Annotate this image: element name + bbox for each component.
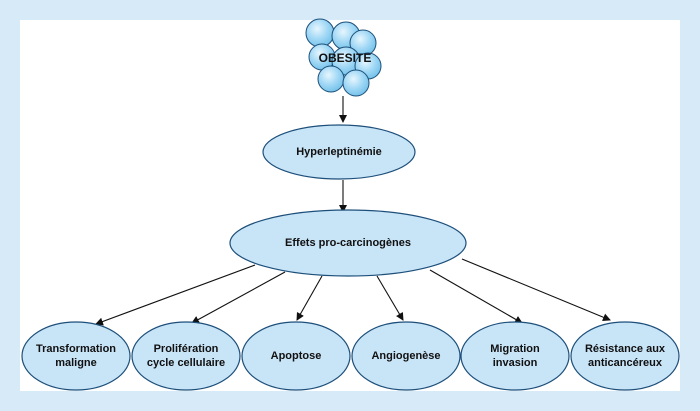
effect-node-angiogenese (351, 321, 461, 391)
effect-label-apoptose: Apoptose (270, 350, 322, 362)
obesity-cell-cluster (305, 18, 382, 97)
effect-node-proliferation (131, 321, 241, 391)
effect-label-transformation: Transformation maligne (35, 343, 117, 369)
effect-nodes (21, 321, 680, 391)
effect-label-angiogenese: Angiogenèse (371, 350, 441, 362)
effect-node-resistance (570, 321, 680, 391)
effect-node-apoptose (241, 321, 351, 391)
effect-label-resistance: Résistance aux anticancéreux (584, 343, 666, 369)
effects-node (229, 209, 467, 277)
effect-label-migration: Migration invasion (490, 343, 540, 369)
fat-cell (305, 18, 335, 48)
arrow-to-angiogenese (376, 275, 404, 321)
arrow-to-proliferation (191, 271, 286, 324)
effects-label: Effets pro-carcinogènes (285, 237, 411, 249)
arrow-to-migration (429, 269, 523, 324)
fat-cell (317, 65, 345, 93)
hyperleptinemia-node (262, 124, 416, 180)
obesity-label: OBESITE (318, 51, 372, 65)
fat-cell (342, 69, 370, 97)
arrow-to-transformation (95, 264, 256, 326)
arrow-to-apoptose (296, 275, 323, 321)
effect-node-migration (460, 321, 570, 391)
hyperleptinemia-label: Hyperleptinémie (296, 146, 382, 158)
effect-node-transformation (21, 321, 131, 391)
arrows (95, 96, 611, 326)
effect-label-proliferation: Prolifération cycle cellulaire (146, 343, 226, 369)
arrow-to-resistance (461, 258, 611, 322)
